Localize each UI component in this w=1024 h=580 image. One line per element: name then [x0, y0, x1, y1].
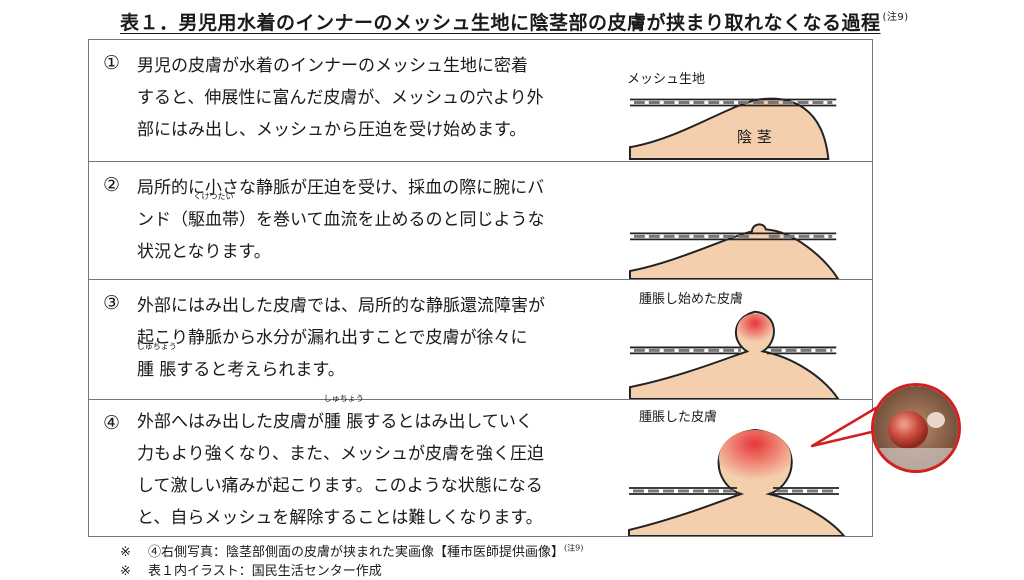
note-mark: ※: [120, 545, 131, 560]
ruby-base: 腫 脹: [137, 360, 177, 380]
text-line: 力もより強くなり、また、メッシュが皮膚を強く圧迫: [137, 444, 544, 464]
text-line: ンド（くけつたい駆血帯）を巻いて血流を止めるのと同じような: [137, 192, 597, 236]
illustration-step-4: 腫脹した皮膚: [619, 400, 874, 537]
text-line: すると、伸展性に富んだ皮膚が、メッシュの穴より外: [137, 88, 544, 108]
ruby-reading: しゅちょう: [323, 394, 364, 403]
text-line: 男児の皮膚が水着のインナーのメッシュ生地に密着: [137, 56, 528, 76]
text-segment: するとはみ出していく: [363, 412, 533, 432]
ruby-word: くけつたい駆血帯: [188, 192, 239, 236]
row-number: ①: [103, 52, 121, 74]
footnote-2: ※ 表１内イラスト：国民生活センター作成: [120, 560, 382, 579]
skin-mesh-illustration: [628, 310, 841, 400]
text-segment: ）を巻いて血流を止めるのと同じような: [239, 210, 545, 230]
text-line: 外部にはみ出した皮膚では、局所的な静脈還流障害が: [137, 296, 545, 316]
footnote-1: ※ ④右側写真：陰茎部側面の皮膚が挟まれた実画像【種市医師提供画像】(注9): [120, 541, 583, 560]
table-row-3: ③ 外部にはみ出した皮膚では、局所的な静脈還流障害が 起こり静脈から水分が漏れ出…: [89, 280, 872, 400]
row-number: ④: [103, 412, 121, 434]
ruby-base: 腫 脹: [324, 412, 364, 432]
ruby-word: しゅちょう腫 脹: [324, 394, 364, 438]
illustration-step-2: [619, 162, 874, 280]
row-number: ②: [103, 174, 121, 196]
text-line: 部にはみ出し、メッシュから圧迫を受け始めます。: [137, 120, 527, 140]
text-segment: すると考えられます。: [176, 360, 345, 380]
text-segment: 外部へはみ出した皮膚が: [137, 412, 324, 432]
table-title: 表１．男児用水着のインナーのメッシュ生地に陰茎部の皮膚が挟まり取れなくなる過程(…: [120, 8, 920, 38]
row-description: 男児の皮膚が水着のインナーのメッシュ生地に密着 すると、伸展性に富んだ皮膚が、メ…: [137, 50, 597, 146]
illustration-step-3: 腫脹し始めた皮膚: [619, 280, 874, 400]
row-description: 局所的に小さな静脈が圧迫を受け、採血の際に腕にバ ンド（くけつたい駆血帯）を巻い…: [137, 172, 597, 268]
text-line: 局所的に小さな静脈が圧迫を受け、採血の際に腕にバ: [137, 178, 545, 198]
title-text: 表１．男児用水着のインナーのメッシュ生地に陰茎部の皮膚が挟まり取れなくなる過程: [120, 12, 881, 34]
note-text: 表１内イラスト：国民生活センター作成: [148, 564, 382, 579]
ruby-reading: くけつたい: [193, 192, 234, 201]
note-text: ④右側写真：陰茎部側面の皮膚が挟まれた実画像【種市医師提供画像】: [148, 545, 565, 560]
text-line: 状況となります。: [137, 242, 271, 262]
title-note: (注9): [882, 12, 909, 23]
row-description: 外部にはみ出した皮膚では、局所的な静脈還流障害が 起こり静脈から水分が漏れ出すこ…: [137, 290, 597, 386]
note-sup: (注9): [564, 543, 584, 553]
table-row-4: ④ 外部へはみ出した皮膚がしゅちょう腫 脹するとはみ出していく 力もより強くなり…: [89, 394, 874, 537]
ruby-base: 駆血帯: [188, 210, 239, 230]
text-segment: ンド（: [137, 210, 188, 230]
penis-label: 陰 茎: [737, 128, 772, 146]
clinical-photo: [871, 383, 961, 473]
ruby-reading: しゅちょう: [136, 342, 177, 351]
skin-mesh-illustration: [629, 223, 841, 280]
swollen-label: 腫脹した皮膚: [639, 410, 718, 425]
text-line: 外部へはみ出した皮膚がしゅちょう腫 脹するとはみ出していく: [137, 394, 597, 438]
row-description: 外部へはみ出した皮膚がしゅちょう腫 脹するとはみ出していく 力もより強くなり、ま…: [137, 394, 597, 534]
photo-image: [874, 386, 958, 470]
text-line: して激しい痛みが起こります。このような状態になる: [137, 476, 543, 496]
skin-mesh-illustration: [628, 428, 847, 537]
illustration-step-1: メッシュ生地 陰 茎: [619, 40, 874, 161]
row-number: ③: [103, 292, 121, 314]
skin-mesh-illustration: [628, 97, 837, 161]
table-row-2: ② 局所的に小さな静脈が圧迫を受け、採血の際に腕にバ ンド（くけつたい駆血帯）を…: [89, 162, 872, 280]
table-row-1: ① 男児の皮膚が水着のインナーのメッシュ生地に密着 すると、伸展性に富んだ皮膚が…: [89, 40, 872, 162]
ruby-word: しゅちょう腫 脹: [137, 342, 177, 386]
mesh-label: メッシュ生地: [627, 72, 706, 87]
text-line: 起こり静脈から水分が漏れ出すことで皮膚が徐々に: [137, 328, 528, 348]
process-table: ① 男児の皮膚が水着のインナーのメッシュ生地に密着 すると、伸展性に富んだ皮膚が…: [88, 39, 873, 537]
swelling-start-label: 腫脹し始めた皮膚: [639, 292, 744, 307]
text-line: と、自らメッシュを解除することは難しくなります。: [137, 508, 543, 528]
text-line: しゅちょう腫 脹すると考えられます。: [137, 342, 597, 386]
note-mark: ※: [120, 564, 131, 579]
